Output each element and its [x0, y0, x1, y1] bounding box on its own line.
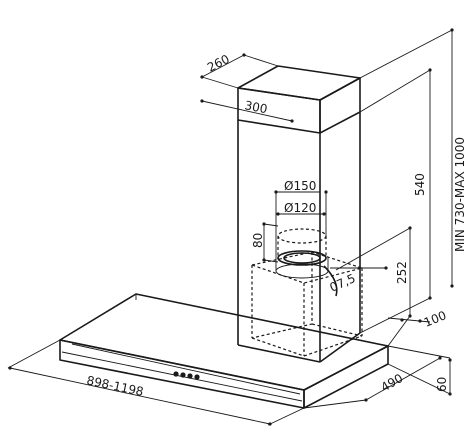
dim-canopy-width: 898-1198 [85, 373, 144, 399]
duct-collar [275, 228, 338, 297]
control-button-1 [173, 371, 179, 377]
dim-chimney-depth: 260 [205, 52, 232, 75]
dim-wall-gap: 100 [422, 308, 448, 330]
control-button-2 [180, 372, 186, 378]
dim-duct-inner: Ø120 [284, 201, 316, 215]
chimney-lower-body [237, 112, 361, 363]
dim-upper-height: 540 [413, 173, 427, 196]
control-buttons [173, 371, 200, 380]
dim-canopy-thickness: 60 [435, 377, 449, 392]
dim-canopy-depth: 490 [379, 371, 406, 395]
dim-height-range: MIN 730-MAX 1000 [453, 137, 467, 252]
dimension-lines [7, 28, 454, 426]
control-button-3 [187, 373, 193, 379]
control-button-4 [194, 374, 200, 380]
dim-chimney-width: 300 [243, 98, 268, 116]
dim-collar-height: 80 [251, 233, 265, 248]
dim-duct-outer: Ø150 [284, 179, 316, 193]
dim-offset-252: 252 [395, 261, 409, 284]
